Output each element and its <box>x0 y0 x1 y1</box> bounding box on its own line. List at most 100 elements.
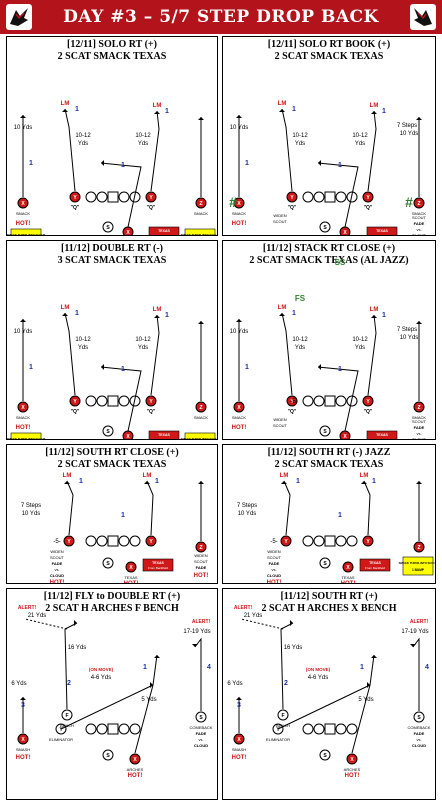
player-marker <box>102 749 114 761</box>
callout-box <box>184 228 216 235</box>
read-number: 3 <box>21 702 25 709</box>
player-letter: Y <box>366 399 370 405</box>
callout-text: 1 TO 6-S. TE <box>373 234 391 236</box>
read-number: 1 <box>155 478 159 485</box>
arrow-head <box>281 481 287 484</box>
arrow-head <box>192 644 198 647</box>
callout-box <box>359 558 391 572</box>
player-marker <box>195 197 207 209</box>
read-number: 1 <box>165 312 169 319</box>
route-name: vs. <box>416 431 421 436</box>
lineman-marker <box>302 191 314 203</box>
player-marker <box>413 541 425 553</box>
player-letter: S <box>323 225 327 231</box>
center-marker <box>324 191 336 203</box>
callout-text: TEXAS <box>376 433 388 437</box>
read-number: 1 <box>372 478 376 485</box>
route-name: ELIMINATOR <box>49 737 73 742</box>
route-name: FADE <box>196 565 207 570</box>
callout-box <box>148 430 180 439</box>
read-number: 1 <box>143 664 147 671</box>
read-number: 3 <box>237 702 241 709</box>
player-marker <box>413 711 425 723</box>
route-name: SMACK <box>194 211 209 216</box>
player-letter: Z <box>417 405 420 411</box>
lineman-marker <box>129 723 141 735</box>
route-name: CLOUD <box>412 233 426 236</box>
player-letter: Y <box>59 727 63 733</box>
arrow-head <box>318 160 321 166</box>
motion-label: (ON MOVE) <box>306 667 331 672</box>
route-line <box>367 314 377 396</box>
yardage-label: 6 Yds <box>227 681 242 687</box>
falcons-logo-right <box>410 4 436 30</box>
alert-label: ALERT! <box>410 619 429 625</box>
arrow-head <box>371 111 377 114</box>
callout-box <box>184 432 216 439</box>
route-name: FADE <box>414 731 425 736</box>
yardage-label: 4-6 Yds <box>91 675 112 681</box>
page-header: DAY #3 – 5/7 STEP DROP BACK <box>0 0 442 34</box>
arrow-head <box>318 364 321 370</box>
lineman-marker <box>335 395 347 407</box>
yardage-label: 10 Yds <box>400 335 419 341</box>
lineman-marker <box>118 535 130 547</box>
route-line <box>317 162 359 228</box>
player-marker <box>61 709 73 721</box>
route-name: WIDEN <box>273 417 286 422</box>
route-name: CLOUD <box>412 437 426 440</box>
center-marker <box>107 395 119 407</box>
player-marker <box>63 535 75 547</box>
lm-label: LM <box>278 101 287 107</box>
qb-read-label: "Q" <box>71 205 80 211</box>
lm-label: LM <box>280 473 289 479</box>
arrow-head <box>74 620 77 626</box>
arrow-head <box>236 697 242 700</box>
arrow-head <box>150 682 153 688</box>
callout-box <box>142 558 174 572</box>
read-number: 1 <box>29 160 33 167</box>
yardage-label: 10-12 <box>135 133 151 139</box>
route-name: SMASH <box>232 747 246 752</box>
player-marker <box>129 753 141 765</box>
lineman-marker <box>96 723 108 735</box>
qb-read-label: "Q" <box>288 205 297 211</box>
route-name: vs. <box>416 227 421 232</box>
route-name: SMACK <box>16 211 31 216</box>
player-letter: Y <box>284 539 288 545</box>
route-name: vs. <box>416 737 421 742</box>
player-letter: X <box>126 230 130 236</box>
player-letter: Y <box>149 399 153 405</box>
player-marker <box>17 401 29 413</box>
player-marker <box>286 395 298 407</box>
player-letter: X <box>129 565 133 571</box>
play-panel: [11/12] SOUTH RT (+)2 SCAT H ARCHES X BE… <box>222 588 436 800</box>
arrow-head <box>62 313 68 316</box>
route-name: WIDEN <box>267 549 280 554</box>
player-marker <box>413 401 425 413</box>
arrow-head <box>198 321 204 324</box>
player-marker <box>233 197 245 209</box>
lm-label: LM <box>153 103 162 109</box>
player-marker <box>17 733 29 745</box>
route-name: SCOUT <box>273 423 288 428</box>
player-letter: Y <box>290 195 294 201</box>
route-name: COMEBACK <box>408 725 431 730</box>
player-marker <box>69 191 81 203</box>
player-letter: X <box>126 434 130 440</box>
read-number: 1 <box>75 310 79 317</box>
read-number: 2 <box>67 680 71 687</box>
route-name: vs. <box>54 567 59 572</box>
lineman-marker <box>313 535 325 547</box>
route-line <box>64 108 76 192</box>
lineman-marker <box>302 723 314 735</box>
player-marker <box>342 561 354 573</box>
lineman-marker <box>129 535 141 547</box>
hot-label: HOT! <box>232 221 247 227</box>
hash-mark: # <box>405 194 413 210</box>
player-marker <box>362 535 374 547</box>
player-letter: Y <box>73 399 77 405</box>
